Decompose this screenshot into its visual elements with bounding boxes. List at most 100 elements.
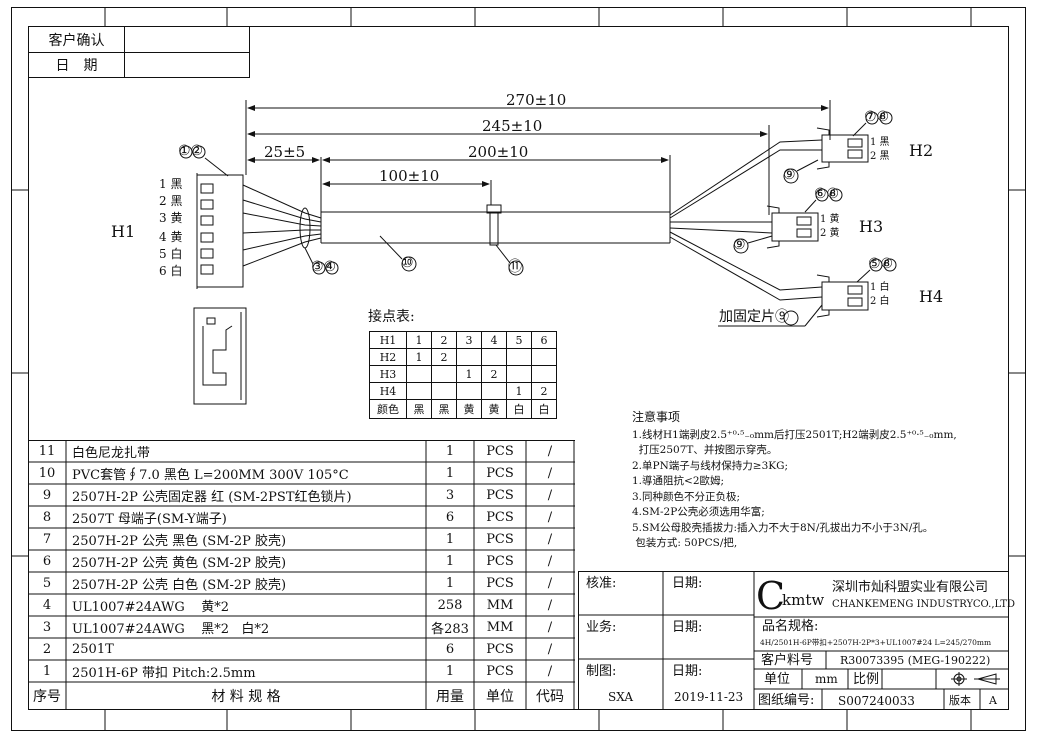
h3-pin-1: 1 黄 xyxy=(820,214,840,225)
contact-cell: 3 xyxy=(456,331,482,349)
contact-cell: 6 xyxy=(531,331,557,349)
note-line: 包装方式: 50PCS/把, xyxy=(632,537,738,549)
contact-cell: H2 xyxy=(369,348,407,366)
product-label: 品名规格: xyxy=(762,619,819,634)
callout-1-2: ①② xyxy=(178,143,204,159)
contact-cell: 白 xyxy=(506,399,532,419)
bom-code: / xyxy=(547,641,553,657)
bom-qty: 6 xyxy=(445,641,455,657)
bom-no: 7 xyxy=(42,531,52,547)
contact-cell: 4 xyxy=(481,331,507,349)
h1-pin-4: 4 黄 xyxy=(159,230,183,244)
bom-header-unit: 单位 xyxy=(486,689,514,705)
projection-symbol-icon xyxy=(951,672,1000,686)
h4-pin-1: 1 白 xyxy=(870,282,890,293)
contact-cell xyxy=(406,382,432,400)
bom-qty: 1 xyxy=(445,531,455,547)
h1-pin-3: 3 黄 xyxy=(159,211,183,225)
bom-unit: MM xyxy=(486,619,514,635)
bom-spec: 2501T xyxy=(72,641,114,657)
business-date-label: 日期: xyxy=(672,620,703,635)
maker-value: SXA xyxy=(608,690,634,704)
bom-spec: 2501H-6P 带扣 Pitch:2.5mm xyxy=(72,665,256,681)
bom-spec: 2507H-2P 公壳 黄色 (SM-2P 胶壳) xyxy=(72,555,287,571)
bom-no: 8 xyxy=(42,509,52,525)
bom-qty: 258 xyxy=(437,597,463,613)
contact-cell: 1 xyxy=(406,348,432,366)
connector-h4: H4 xyxy=(919,287,944,306)
bom-unit: PCS xyxy=(486,531,514,547)
contact-cell xyxy=(506,348,532,366)
date-value[interactable] xyxy=(124,52,250,78)
title-block-grid xyxy=(578,571,1009,710)
h1-pin-1: 1 黑 xyxy=(159,177,183,191)
contact-cell xyxy=(456,382,482,400)
callout-9-h2: ⑨ xyxy=(783,167,796,183)
bom-code: / xyxy=(547,619,553,635)
connector-h1: H1 xyxy=(111,222,136,241)
version-label: 版本 xyxy=(949,694,971,707)
outer-frame xyxy=(11,7,1026,731)
contact-table-row: H2 1 2 xyxy=(369,348,557,366)
contact-cell: 黑 xyxy=(406,399,432,419)
title-block: 核准: 日期: 业务: 日期: 制图: 日期: SXA 2019-11-23 C… xyxy=(578,571,1015,710)
bom-qty: 1 xyxy=(445,465,455,481)
bom-unit: PCS xyxy=(486,641,514,657)
logo-c: C xyxy=(756,574,786,618)
contact-cell xyxy=(481,348,507,366)
customer-confirm-box: 客户确认 日 期 xyxy=(28,26,250,78)
contact-cell xyxy=(531,348,557,366)
note-line: 5.SM公母胶壳插拔力:插入力不大于8N/孔拔出力不小于3N/孔。 xyxy=(632,521,934,534)
callout-9-h3: ⑨ xyxy=(733,237,746,253)
bom-qty: 各283 xyxy=(431,621,469,637)
contact-cell: 1 xyxy=(456,365,482,383)
contact-cell xyxy=(481,382,507,400)
bom-no: 5 xyxy=(42,575,52,591)
bom-code: / xyxy=(547,444,553,459)
contact-cell: 黄 xyxy=(456,399,482,419)
bom-qty: 1 xyxy=(445,444,455,459)
dim-25: 25±5 xyxy=(264,143,306,161)
bom-code: / xyxy=(547,465,553,481)
bom-code: / xyxy=(547,509,553,525)
contact-cell: 2 xyxy=(431,331,457,349)
bom-spec: 2507H-2P 公壳 白色 (SM-2P 胶壳) xyxy=(72,577,287,593)
contact-cell: 白 xyxy=(531,399,557,419)
note-line: 4.SM-2P公壳必须选用华富; xyxy=(632,506,765,518)
note-line: 1.线材H1端剥皮2.5⁺⁰·⁵₋₀mm后打压2501T;H2端剥皮2.5⁺⁰·… xyxy=(632,428,957,441)
dim-200: 200±10 xyxy=(468,143,529,161)
note-line: 2.单PN端子与线材保持力≥3KG; xyxy=(632,459,789,472)
note-line: 1.導通阻抗<2歐姆; xyxy=(632,475,725,487)
bom-unit: PCS xyxy=(486,487,514,503)
contact-table-row: H4 1 2 xyxy=(369,382,557,400)
made-date-value: 2019-11-23 xyxy=(674,690,744,704)
made-label: 制图: xyxy=(586,664,617,679)
bom-unit: PCS xyxy=(486,509,514,525)
bom-qty: 1 xyxy=(445,553,455,569)
bom-unit: PCS xyxy=(486,444,514,459)
contact-cell: 1 xyxy=(506,382,532,400)
customer-no-label: 客户料号 xyxy=(761,653,814,668)
bom-no: 11 xyxy=(38,444,56,459)
product-spec: 4H/2501H-6P带扣+2507H-2P*3+UL1007#24 L=245… xyxy=(760,638,992,647)
bom-code: / xyxy=(547,575,553,591)
bom-spec: 白色尼龙扎带 xyxy=(72,446,151,461)
connector-h2: H2 xyxy=(909,141,934,160)
callout-6-8: ⑥⑧ xyxy=(814,186,840,202)
h3-pin-2: 2 黄 xyxy=(820,228,840,239)
bom-code: / xyxy=(547,597,553,613)
bom-unit: MM xyxy=(486,597,514,613)
contact-cell xyxy=(531,365,557,383)
contact-cell xyxy=(431,365,457,383)
contact-table-header: H1 1 2 3 4 5 6 xyxy=(369,331,557,349)
inner-frame xyxy=(28,26,1009,710)
contact-cell: 1 xyxy=(406,331,432,349)
contact-cell xyxy=(456,348,482,366)
scale-label: 比例 xyxy=(853,672,880,687)
bom-no: 10 xyxy=(38,465,56,481)
bom-qty: 6 xyxy=(445,509,455,525)
bom-qty: 1 xyxy=(445,663,455,679)
callout-3-4: ③④ xyxy=(311,259,337,275)
contact-table-row: H3 1 2 xyxy=(369,365,557,383)
